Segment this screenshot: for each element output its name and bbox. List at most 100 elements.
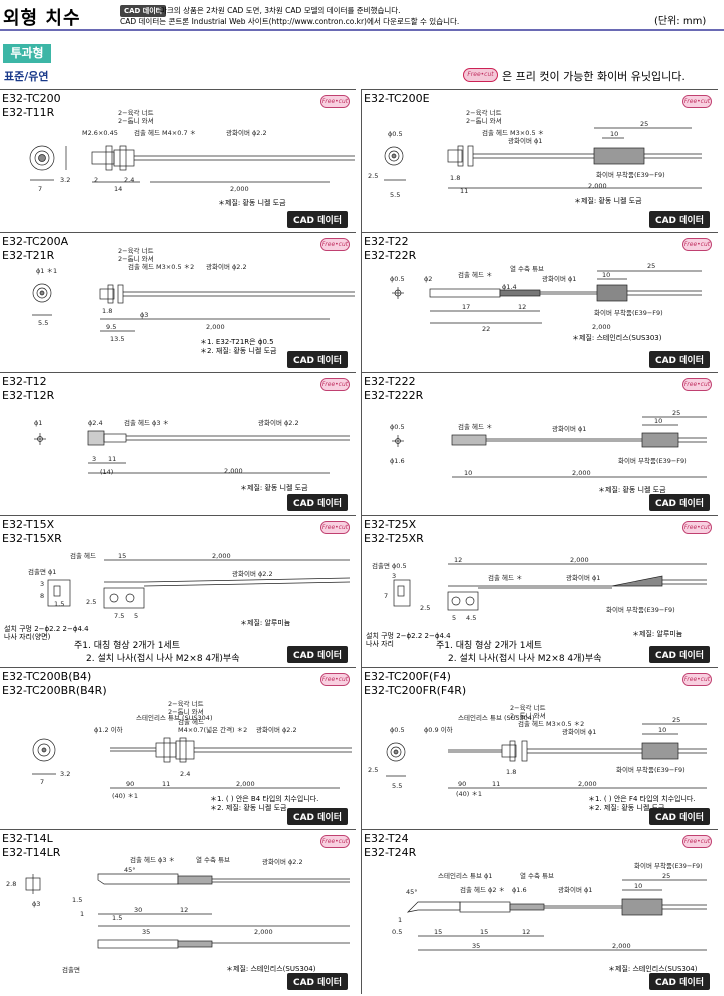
dim-22: 22 xyxy=(482,325,490,333)
category-subtitle: 표준/유연 xyxy=(4,70,49,83)
attach-label: 화이버 부착품(E39−F9) xyxy=(616,765,685,774)
dim-5: 5 xyxy=(452,614,456,622)
dim-5-5: 5.5 xyxy=(392,782,402,790)
cad-data-button[interactable]: CAD 데이터 xyxy=(286,646,348,663)
dim-2000: 2,000 xyxy=(254,928,273,936)
sus-tube-label: 스테인리스 튜브 (SUS304) xyxy=(458,713,534,722)
dim-3: 3 xyxy=(92,455,96,463)
dimension-drawing: ϕ1 ϕ2.4 검출 헤드 ϕ3 ＊ 광화이버 ϕ2.2 3 11 (14) 2… xyxy=(34,418,350,476)
model-name: E32-TC200A xyxy=(2,235,69,248)
dim-10: 10 xyxy=(658,726,666,734)
note-1: ＊1. ( ) 안은 B4 타입의 치수입니다. xyxy=(210,795,319,803)
fiber-label: 광화이버 ϕ1 xyxy=(542,274,576,283)
dim-1: 1 xyxy=(80,910,84,918)
dim-11: 11 xyxy=(492,780,500,788)
tube-label: 열 수축 튜브 xyxy=(196,855,230,864)
note-1: ＊1. ( ) 안은 F4 타입의 치수입니다. xyxy=(588,795,696,803)
freecut-badge: Free•cut xyxy=(320,238,350,251)
cad-data-button[interactable]: CAD 데이터 xyxy=(648,351,710,368)
head-thread: M4×0.7(넓은 간격) ＊2 xyxy=(178,725,247,734)
dia-1-2: ϕ1.2 이하 xyxy=(94,725,123,734)
nut-label: 2−육각 너트 xyxy=(118,246,154,255)
material-note: ＊제질: 스테인리스(SUS304) xyxy=(226,965,316,973)
dimension-drawing: ϕ0.9 이하 스테인리스 튜브 (SUS304) 2−육각 너트 2−톱니 와… xyxy=(368,703,707,798)
dim-17: 17 xyxy=(462,303,470,311)
material-note: ＊제질: 스테인리스(SUS303) xyxy=(572,334,662,342)
attach-label: 화이버 부착품(E39−F9) xyxy=(634,861,703,870)
cad-data-button[interactable]: CAD 데이터 xyxy=(286,973,348,990)
cad-data-button[interactable]: CAD 데이터 xyxy=(286,351,348,368)
dia-3: ϕ3 xyxy=(140,311,148,319)
freecut-badge: Free•cut xyxy=(320,378,350,391)
model-name: E32-TC200E xyxy=(364,92,430,105)
tube-label: 열 수축 튜브 xyxy=(510,264,544,273)
dim-2-5: 2.5 xyxy=(368,172,378,180)
dimension-drawing: 검출면 ϕ0.5 12 2,000 검출 헤드 ＊ 광화이버 ϕ1 화이버 부착… xyxy=(372,556,707,622)
dim-35: 35 xyxy=(142,928,150,936)
fiber-label: 광화이버 ϕ1 xyxy=(552,424,586,433)
dimension-drawing: 2−육각 너트 2−톱니 와셔 검출 헤드 M3×0.5 ＊2 광화이버 ϕ2.… xyxy=(32,246,355,343)
panel-e32-t25x: E32-T25X E32-T25XR Free•cut 검출면 ϕ0.5 12 … xyxy=(362,515,718,667)
model-name-alt: E32-T14LR xyxy=(2,846,61,859)
dim-9-5: 9.5 xyxy=(106,323,116,331)
panel-e32-tc200e: E32-TC200E Free•cut 2−육각 너트 2−톱니 와셔 검출 헤… xyxy=(362,89,718,232)
cad-data-button[interactable]: CAD 데이터 xyxy=(648,494,710,511)
head-label: 검출 헤드 M3×0.5 ＊2 xyxy=(128,262,194,271)
freecut-badge: Free•cut xyxy=(682,378,712,391)
cad-data-button[interactable]: CAD 데이터 xyxy=(286,211,348,228)
freecut-badge: Free•cut xyxy=(320,835,350,848)
dim-25: 25 xyxy=(647,262,655,270)
dim-11: 11 xyxy=(460,187,468,195)
dim-25: 25 xyxy=(640,120,648,128)
dia-0-5: ϕ0.5 xyxy=(390,423,405,431)
face-label: 검출면 ϕ0.5 xyxy=(372,561,407,570)
dim-2-4: 2.4 xyxy=(124,176,134,184)
cad-data-button[interactable]: CAD 데이터 xyxy=(648,646,710,663)
dim-10: 10 xyxy=(464,469,472,477)
dim-4-5: 4.5 xyxy=(466,614,476,622)
angle-45: 45° xyxy=(124,866,136,874)
cad-data-button[interactable]: CAD 데이터 xyxy=(648,973,710,990)
dim-2000: 2,000 xyxy=(592,323,611,331)
dim-1-5b: 1.5 xyxy=(112,914,122,922)
washer-label: 2−톱니 와셔 xyxy=(118,254,154,263)
fiber-label: 광화이버 ϕ1 xyxy=(558,885,592,894)
dim-1-8: 1.8 xyxy=(450,174,460,182)
dim-8: 8 xyxy=(40,592,44,600)
dia-label: ϕ1 ＊1 xyxy=(36,267,57,275)
material-note: ＊제질: 황동 니켈 도금 xyxy=(574,197,642,205)
dim-10b: 10 xyxy=(654,417,662,425)
face-label: 검출면 ϕ1 xyxy=(28,567,56,576)
head-label: 검출 헤드 ϕ3 ＊ xyxy=(124,418,169,427)
washer-label: 2−톱니 와셔 xyxy=(168,707,204,716)
cad-data-button[interactable]: CAD 데이터 xyxy=(286,494,348,511)
cad-data-button[interactable]: CAD 데이터 xyxy=(286,808,348,825)
fiber-label: 광화이버 ϕ2.2 xyxy=(206,262,247,271)
panel-e32-tc200f: E32-TC200F(F4) E32-TC200FR(F4R) Free•cut… xyxy=(362,667,718,829)
attach-label: 화이버 부착품(E39−F9) xyxy=(618,456,687,465)
dim-25: 25 xyxy=(662,872,670,880)
fiber-label: 광화이버 ϕ1 xyxy=(508,136,542,145)
panel-e32-t22: E32-T22 E32-T22R Free•cut ϕ0.5 ϕ2 검출 헤드 … xyxy=(362,232,718,372)
cad-data-button[interactable]: CAD 데이터 xyxy=(648,808,710,825)
cad-data-button[interactable]: CAD 데이터 xyxy=(648,211,710,228)
sus-tube-label: 스테인리스 튜브 (SUS304) xyxy=(136,713,212,722)
nut-label: 2−육각 너트 xyxy=(510,703,546,712)
model-name-alt: E32-T22R xyxy=(364,249,417,262)
material-note: ＊제질: 스테인리스(SUS304) xyxy=(608,965,698,973)
freecut-badge: Free•cut xyxy=(320,521,350,534)
freecut-badge: Free•cut xyxy=(463,68,498,82)
attach-label: 화이버 부착품(E39−F9) xyxy=(606,605,675,614)
material-note: ＊제질: 황동 니켈 도금 xyxy=(218,199,286,207)
face-label: 검출면 xyxy=(62,965,80,974)
freecut-badge: Free•cut xyxy=(320,673,350,686)
fiber-label: 광화이버 ϕ2.2 xyxy=(258,418,299,427)
dim-14: (14) xyxy=(100,468,113,476)
dim-3: 3 xyxy=(40,580,44,588)
model-name-alt: E32-T24R xyxy=(364,846,417,859)
note-2: ＊2. 제질: 황동 니켈 도금 xyxy=(588,804,665,812)
dia-2: ϕ2 xyxy=(424,275,432,283)
note-1: 주1. 대칭 형상 2개가 1세트 xyxy=(436,641,543,651)
head-label: 검출 헤드 xyxy=(70,551,96,560)
fiber-label: 광화이버 ϕ2.2 xyxy=(232,569,273,578)
